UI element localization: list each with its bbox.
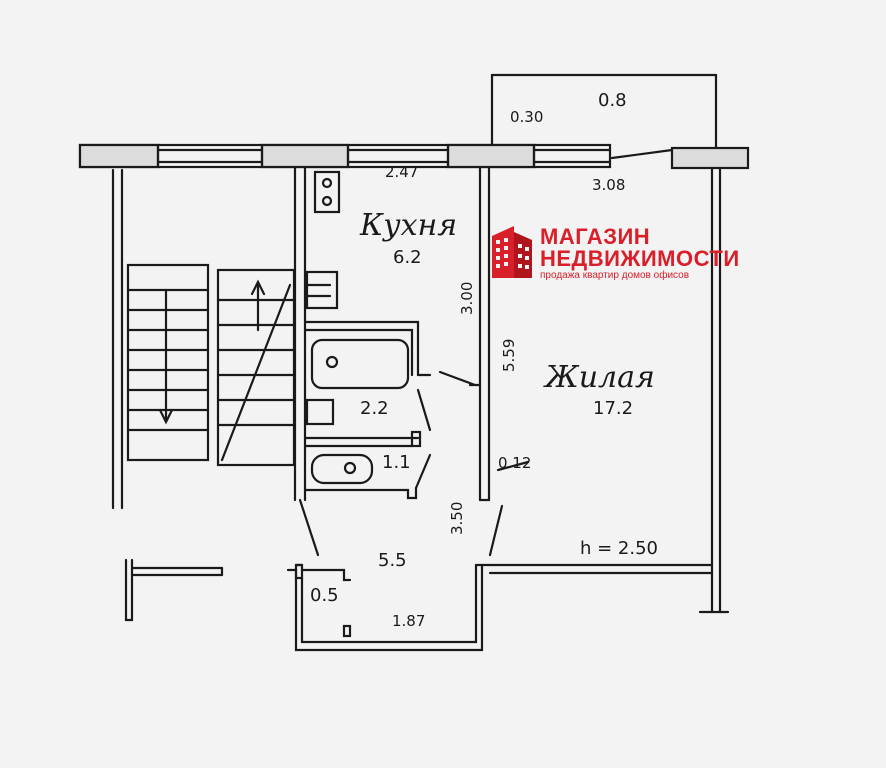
kitchen-area: 6.2: [393, 247, 422, 268]
closet-area: 0.5: [310, 585, 339, 606]
logo-line2: НЕДВИЖИМОСТИ: [540, 246, 740, 271]
balcony-outline: [490, 73, 730, 614]
hall-walls: [124, 460, 714, 652]
ceiling-height: h = 2.50: [580, 538, 659, 559]
living-area: 17.2: [593, 398, 634, 419]
kitchen-walls: [293, 165, 491, 502]
toilet-area: 1.1: [382, 452, 411, 473]
dim-balcony-wall: 0.30: [510, 108, 544, 126]
logo-tagline: продажа квартир домов офисов: [540, 270, 690, 281]
bathroom-area: 2.2: [360, 398, 389, 419]
dim-hall-width: 1.87: [392, 612, 426, 630]
building-icon: [492, 226, 532, 278]
kitchen-name: Кухня: [360, 208, 458, 243]
living-name: Жилая: [545, 360, 655, 395]
dim-kitchen-width: 2.47: [385, 163, 419, 181]
logo-line1: МАГАЗИН: [540, 224, 651, 249]
dim-hall-depth: 3.50: [448, 501, 466, 535]
dim-partition: 0.12: [498, 454, 532, 472]
hall-area: 5.5: [378, 550, 407, 571]
balcony-area: 0.8: [598, 90, 627, 111]
exterior-wall-top: [78, 143, 750, 170]
bathroom-toilet: [303, 320, 482, 500]
staircase: [111, 168, 296, 510]
dim-living-top: 3.08: [592, 176, 626, 194]
agency-logo: МАГАЗИН НЕДВИЖИМОСТИ продажа квартир дом…: [488, 222, 739, 282]
dim-living-depth: 5.59: [500, 338, 518, 372]
dim-kitchen-depth: 3.00: [458, 281, 476, 315]
